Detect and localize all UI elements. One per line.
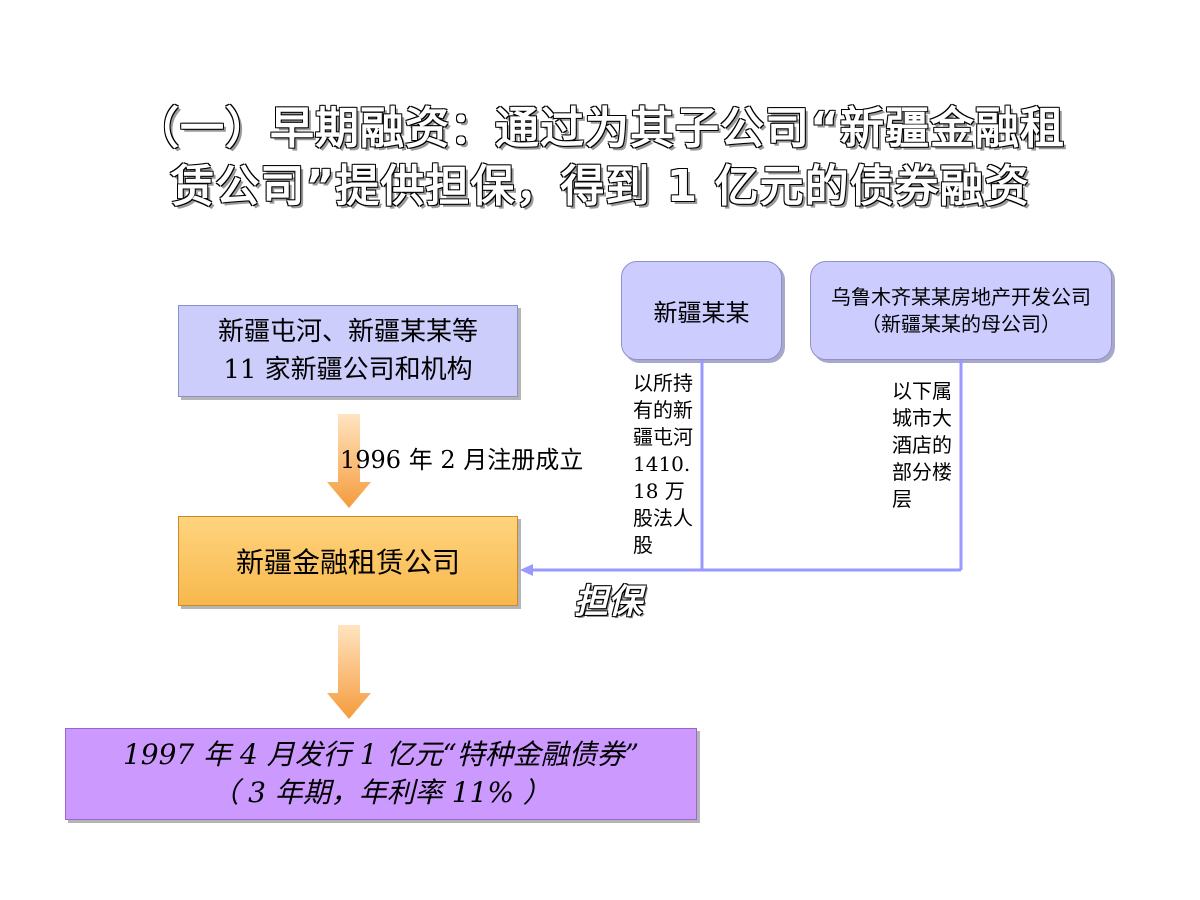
parent-company-box: 乌鲁木齐某某房地产开发公司（新疆某某的母公司）	[810, 261, 1112, 360]
xinjiang-sub-box: 新疆某某	[621, 261, 782, 360]
guarantee-label: 担保	[574, 582, 642, 622]
down-arrow-2	[327, 625, 371, 719]
lease-company-box: 新疆金融租赁公司	[178, 516, 518, 606]
connector-arrowhead	[520, 564, 533, 576]
left-pledge-note: 以所持有的新疆屯河 1410.18 万股法人股	[633, 371, 693, 557]
slide-title: （一）早期融资：通过为其子公司“新疆金融租 赁公司”提供担保，得到 1 亿元的债…	[80, 100, 1120, 216]
title-line-2: 赁公司”提供担保，得到 1 亿元的债券融资	[170, 161, 1030, 212]
parent-company-label: 乌鲁木齐某某房地产开发公司（新疆某某的母公司）	[831, 284, 1091, 336]
investors-box: 新疆屯河、新疆某某等 11 家新疆公司和机构	[178, 305, 518, 397]
investors-line-2: 11 家新疆公司和机构	[223, 355, 473, 385]
lease-company-label: 新疆金融租赁公司	[235, 546, 460, 579]
down-arrow-1	[327, 414, 371, 508]
established-label: 1996 年 2 月注册成立	[340, 446, 584, 474]
title-line-1: （一）早期融资：通过为其子公司“新疆金融租	[135, 103, 1065, 154]
bond-line-1: 1997 年 4 月发行 1 亿元“特种金融债券”	[122, 738, 640, 771]
investors-line-1: 新疆屯河、新疆某某等	[217, 317, 478, 347]
bond-line-2: （ 3 年期，年利率 11% ）	[211, 776, 551, 809]
right-pledge-note: 以下属城市大酒店的部分楼层	[892, 379, 952, 511]
bond-issue-box: 1997 年 4 月发行 1 亿元“特种金融债券” （ 3 年期，年利率 11%…	[65, 728, 697, 820]
xinjiang-sub-label: 新疆某某	[653, 299, 750, 327]
